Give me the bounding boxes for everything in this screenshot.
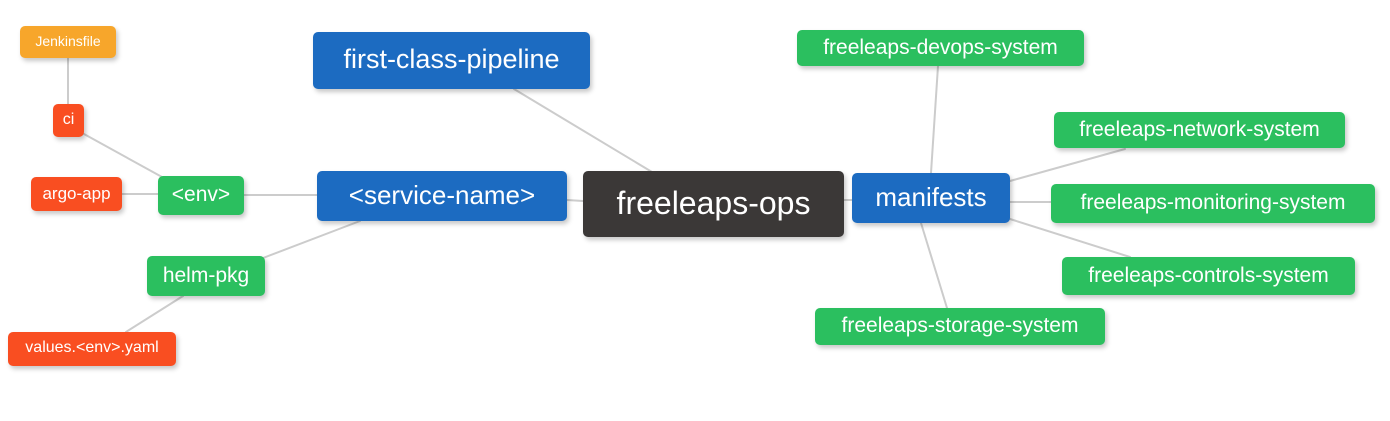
mindmap-node-freeleaps-ops[interactable]: freeleaps-ops — [583, 171, 844, 237]
mindmap-node-env[interactable]: <env> — [158, 176, 244, 215]
mindmap-node-devops-system[interactable]: freeleaps-devops-system — [797, 30, 1084, 66]
edge-manifests-controls-system — [1009, 218, 1131, 258]
node-label-jenkinsfile: Jenkinsfile — [35, 33, 101, 49]
node-label-network-system: freeleaps-network-system — [1079, 117, 1320, 141]
edge-service-name-freeleaps-ops — [566, 199, 584, 202]
node-label-freeleaps-ops: freeleaps-ops — [616, 185, 811, 221]
node-label-ci: ci — [62, 110, 75, 128]
mindmap-node-argo-app[interactable]: argo-app — [31, 177, 122, 211]
node-label-monitoring-system: freeleaps-monitoring-system — [1080, 191, 1346, 214]
node-label-controls-system: freeleaps-controls-system — [1088, 263, 1329, 287]
node-label-storage-system: freeleaps-storage-system — [841, 314, 1079, 337]
mindmap-node-helm-pkg[interactable]: helm-pkg — [147, 256, 265, 296]
mindmap-node-network-system[interactable]: freeleaps-network-system — [1054, 112, 1345, 148]
edge-ci-env — [83, 133, 163, 178]
edge-helm-pkg-service-name — [262, 220, 361, 259]
mindmap-node-manifests[interactable]: manifests — [852, 173, 1010, 223]
mindmap-node-jenkinsfile[interactable]: Jenkinsfile — [20, 26, 116, 58]
node-label-service-name: <service-name> — [348, 180, 536, 210]
node-label-manifests: manifests — [875, 182, 987, 212]
mindmap-node-ci[interactable]: ci — [53, 104, 84, 137]
node-label-helm-pkg: helm-pkg — [162, 263, 250, 287]
mindmap-node-service-name[interactable]: <service-name> — [317, 171, 567, 221]
node-label-devops-system: freeleaps-devops-system — [823, 35, 1058, 59]
edge-manifests-network-system — [1009, 148, 1126, 182]
mindmap-node-storage-system[interactable]: freeleaps-storage-system — [815, 308, 1105, 345]
edge-manifests-storage-system — [920, 222, 948, 309]
node-label-argo-app: argo-app — [42, 183, 111, 203]
mindmap-node-monitoring-system[interactable]: freeleaps-monitoring-system — [1051, 184, 1375, 223]
edge-manifests-devops-system — [930, 65, 939, 174]
mindmap-node-first-class-pipeline[interactable]: first-class-pipeline — [313, 32, 590, 89]
mindmap-node-controls-system[interactable]: freeleaps-controls-system — [1062, 257, 1355, 295]
edge-first-class-pipeline-freeleaps-ops — [513, 88, 653, 173]
node-label-values-env-yaml: values.<env>.yaml — [25, 339, 159, 356]
edge-values-env-yaml-helm-pkg — [125, 295, 184, 333]
node-label-env: <env> — [171, 183, 231, 206]
mindmap-node-values-env-yaml[interactable]: values.<env>.yaml — [8, 332, 176, 366]
node-label-first-class-pipeline: first-class-pipeline — [343, 44, 560, 74]
